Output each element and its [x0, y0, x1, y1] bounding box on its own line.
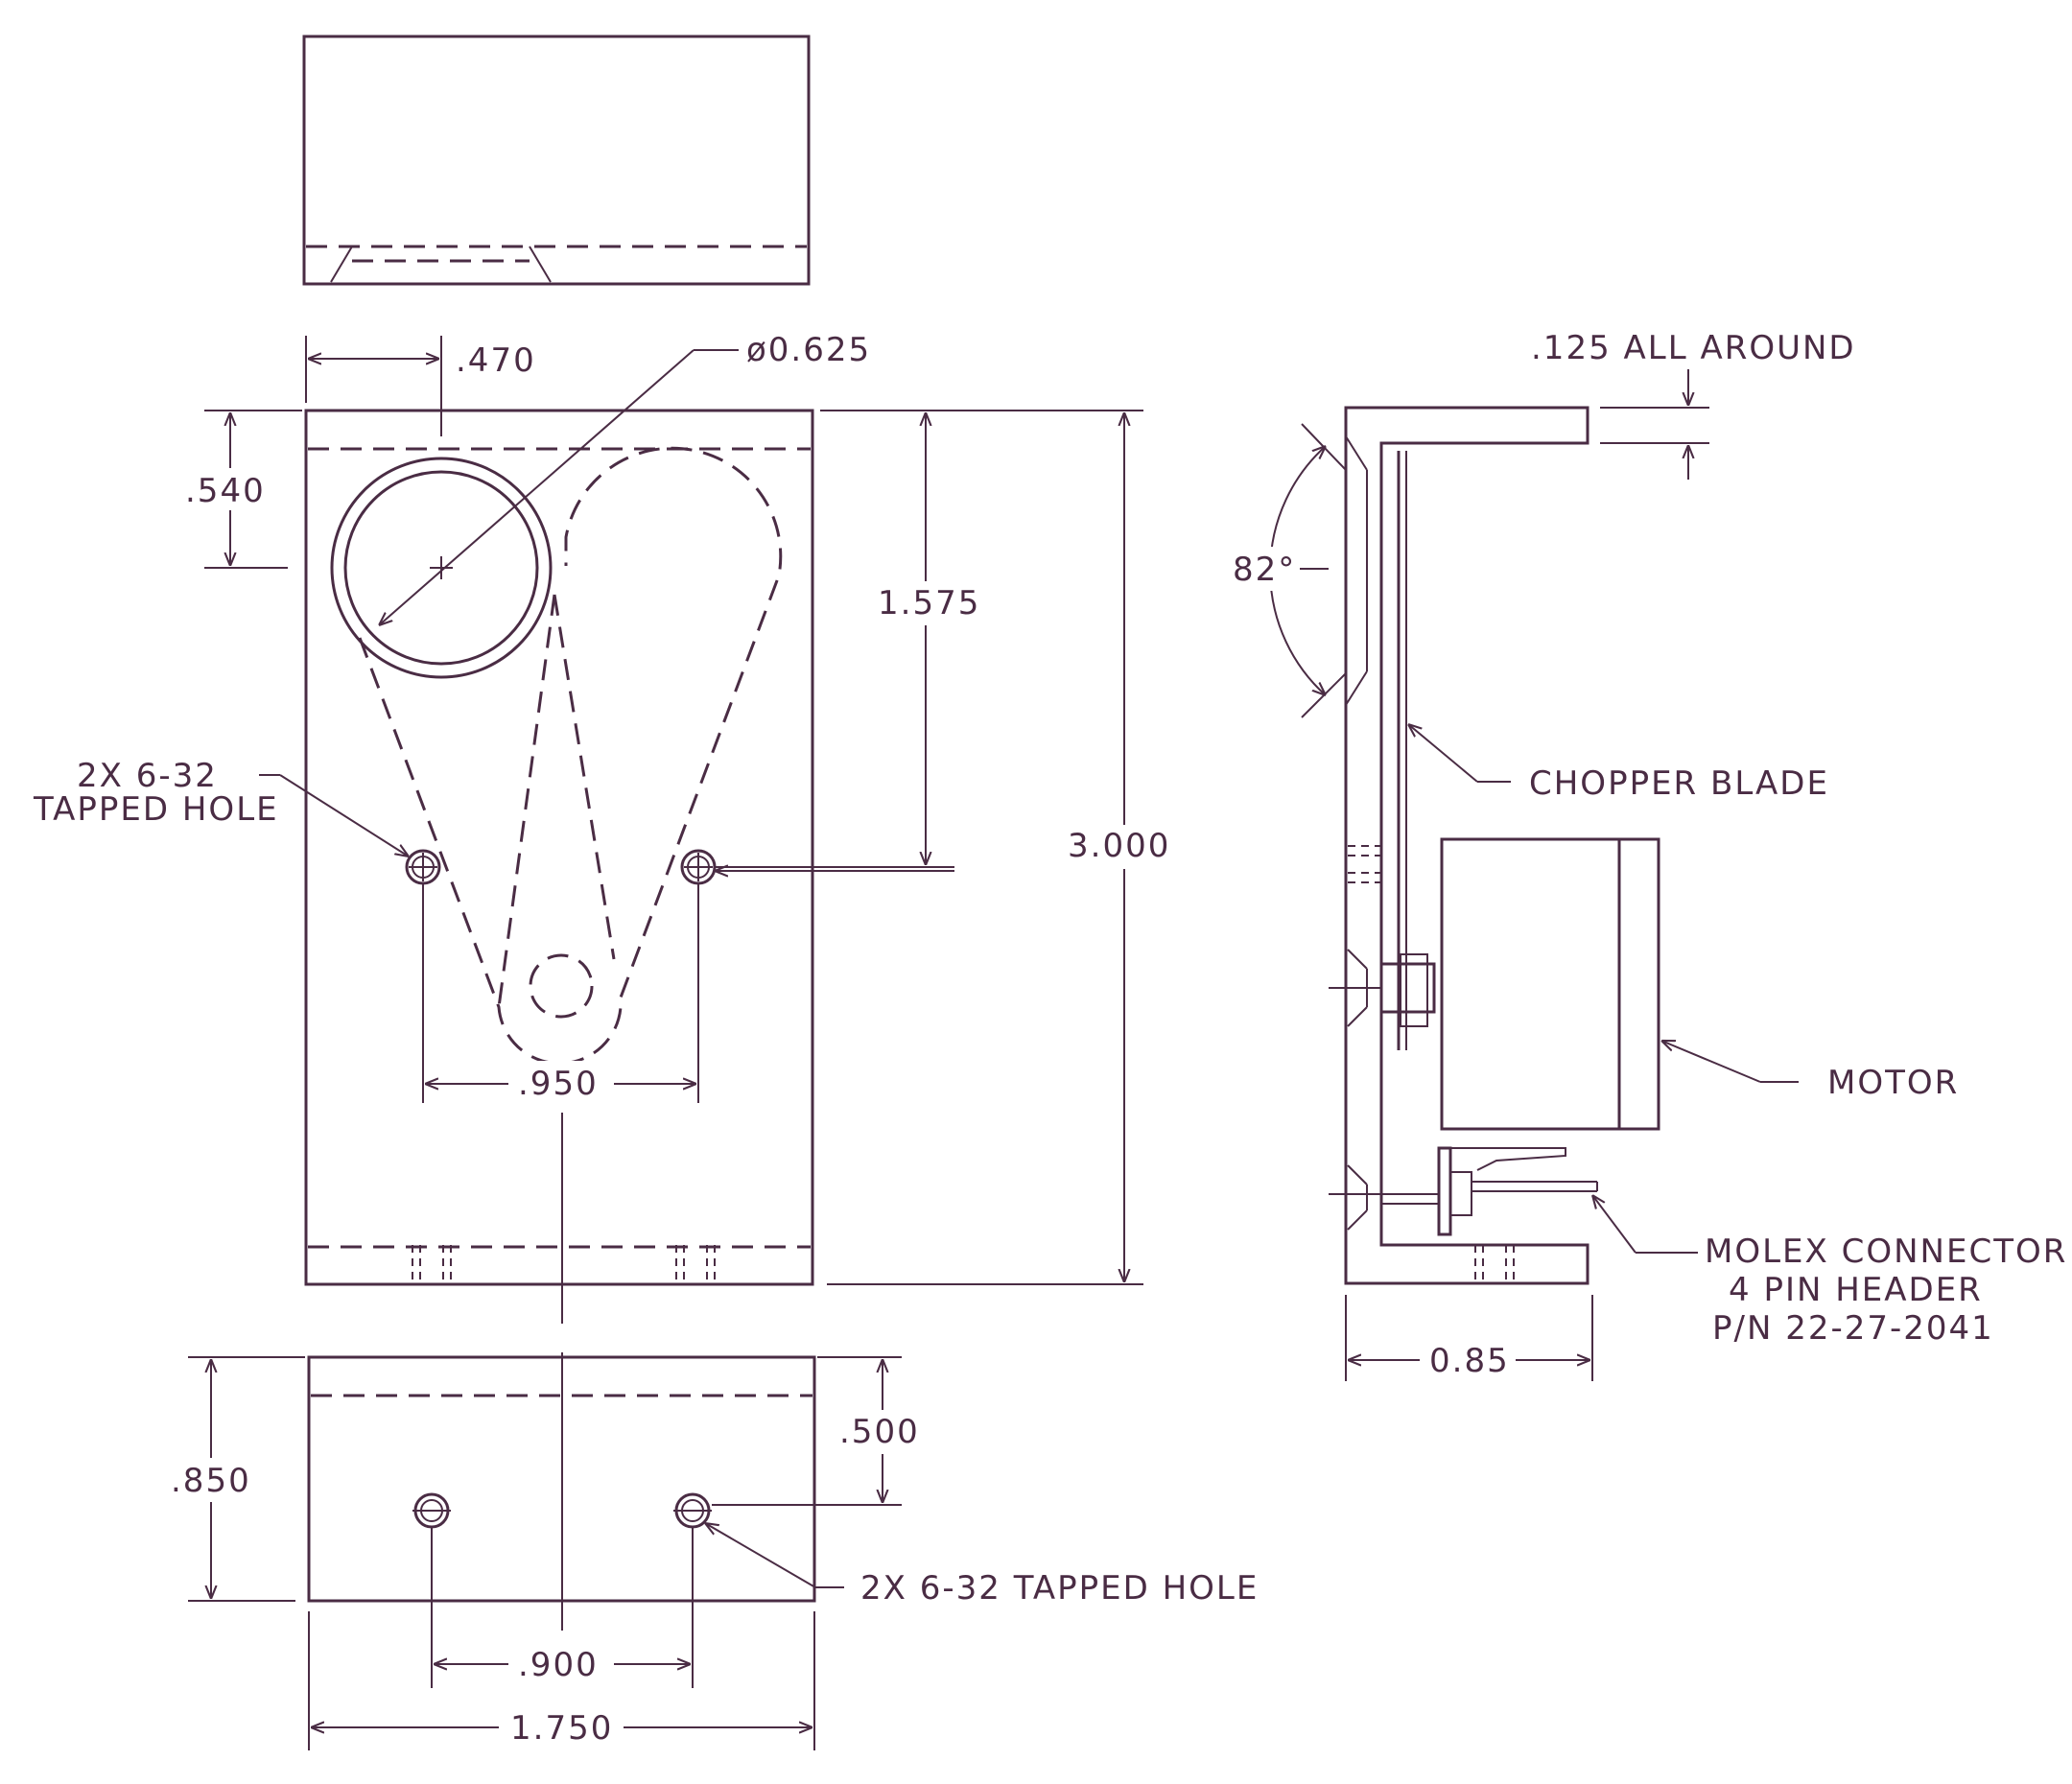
tapped-hole-callout-bottom: 2X 6-32 TAPPED HOLE — [705, 1523, 1259, 1608]
dim-3000-label: 3.000 — [1068, 827, 1170, 865]
dim-diameter-label: ø0.625 — [746, 331, 871, 369]
bracket-outline — [1344, 406, 1589, 1285]
dim-125: .125 ALL AROUND — [1531, 329, 1856, 480]
chopper-blade-label: CHOPPER BLADE — [1529, 764, 1829, 803]
angle-82-label: 82° — [1233, 551, 1296, 589]
dim-900-label: .900 — [518, 1646, 599, 1684]
dim-950-label: .950 — [518, 1065, 599, 1103]
dim-540: .540 — [177, 410, 302, 569]
chopper-blade-hidden-inner-right — [553, 594, 616, 960]
molex-label-line2: 4 PIN HEADER — [1729, 1271, 1983, 1309]
tapped-hole-bottom-label: 2X 6-32 TAPPED HOLE — [860, 1569, 1259, 1608]
motor-label: MOTOR — [1827, 1064, 1959, 1102]
chopper-blade-hidden-outline — [358, 446, 783, 1066]
dim-1575: 1.575 — [715, 410, 1143, 868]
dim-900: .900 — [431, 1527, 694, 1688]
tapped-hole-line2: TAPPED HOLE — [33, 790, 279, 829]
front-view: .470 ø0.625 .540 1.575 — [33, 331, 1185, 1324]
dim-500: .500 — [712, 1356, 930, 1506]
molex-callout: MOLEX CONNECTOR 4 PIN HEADER P/N 22-27-2… — [1592, 1195, 2067, 1348]
tapped-hole-callout-front: 2X 6-32 TAPPED HOLE — [33, 757, 954, 871]
dim-470: .470 — [305, 336, 536, 436]
bottom-hole-right — [673, 1492, 712, 1529]
motor-hub-collar — [1400, 953, 1428, 1027]
side-view: .125 ALL AROUND 82° CHOPPER BLADE MOTOR — [1230, 329, 2067, 1382]
dim-angle-82: 82° — [1230, 423, 1347, 718]
front-view-hidden-holes — [412, 1245, 716, 1283]
motor-mount-countersink — [1329, 949, 1381, 1027]
motor-body — [1440, 837, 1660, 1131]
tapped-hole-right — [680, 849, 717, 885]
dim-1750: 1.750 — [308, 1611, 815, 1750]
dim-diameter: ø0.625 — [379, 331, 871, 625]
top-view — [302, 35, 811, 286]
dim-470-label: .470 — [456, 341, 536, 380]
bore-outer-circle — [330, 457, 553, 679]
dim-085-label: 0.85 — [1429, 1342, 1510, 1380]
chopper-blade-hidden-inner-left — [497, 594, 556, 1008]
motor-hub — [1379, 962, 1436, 1014]
tapped-hole-left — [405, 849, 441, 885]
top-view-chamfer-left — [330, 246, 353, 283]
top-view-outline — [302, 35, 811, 286]
dim-1750-label: 1.750 — [510, 1709, 613, 1748]
dim-500-label: .500 — [839, 1413, 920, 1451]
bottom-hole-left — [412, 1492, 451, 1529]
motor-callout: MOTOR — [1661, 1041, 1959, 1102]
molex-label-line1: MOLEX CONNECTOR — [1705, 1232, 2067, 1271]
dim-850: .850 — [163, 1356, 305, 1602]
dim-1575-label: 1.575 — [878, 584, 980, 622]
top-view-chamfer-right — [529, 246, 552, 283]
molex-connector — [1381, 1146, 1598, 1236]
dim-125-label: .125 ALL AROUND — [1531, 329, 1856, 367]
dim-540-label: .540 — [185, 472, 266, 510]
bracket-hidden-holes — [1348, 845, 1515, 1283]
motor-shaft-hidden-circle — [529, 953, 594, 1019]
connector-countersink — [1329, 1164, 1381, 1231]
dim-3000: 3.000 — [827, 412, 1185, 1285]
molex-label-line3: P/N 22-27-2041 — [1712, 1309, 1994, 1348]
dim-850-label: .850 — [171, 1462, 251, 1500]
dim-085: 0.85 — [1345, 1295, 1593, 1382]
chopper-blade-callout: CHOPPER BLADE — [1408, 724, 1829, 803]
dim-950: .950 — [422, 884, 699, 1105]
bore-inner-circle — [343, 470, 539, 666]
bracket-top-chamfer — [1345, 435, 1368, 706]
front-view-outline — [304, 409, 814, 1286]
bottom-view: .850 .500 .900 1.750 — [163, 1352, 1259, 1750]
tapped-hole-line1: 2X 6-32 — [77, 757, 218, 795]
